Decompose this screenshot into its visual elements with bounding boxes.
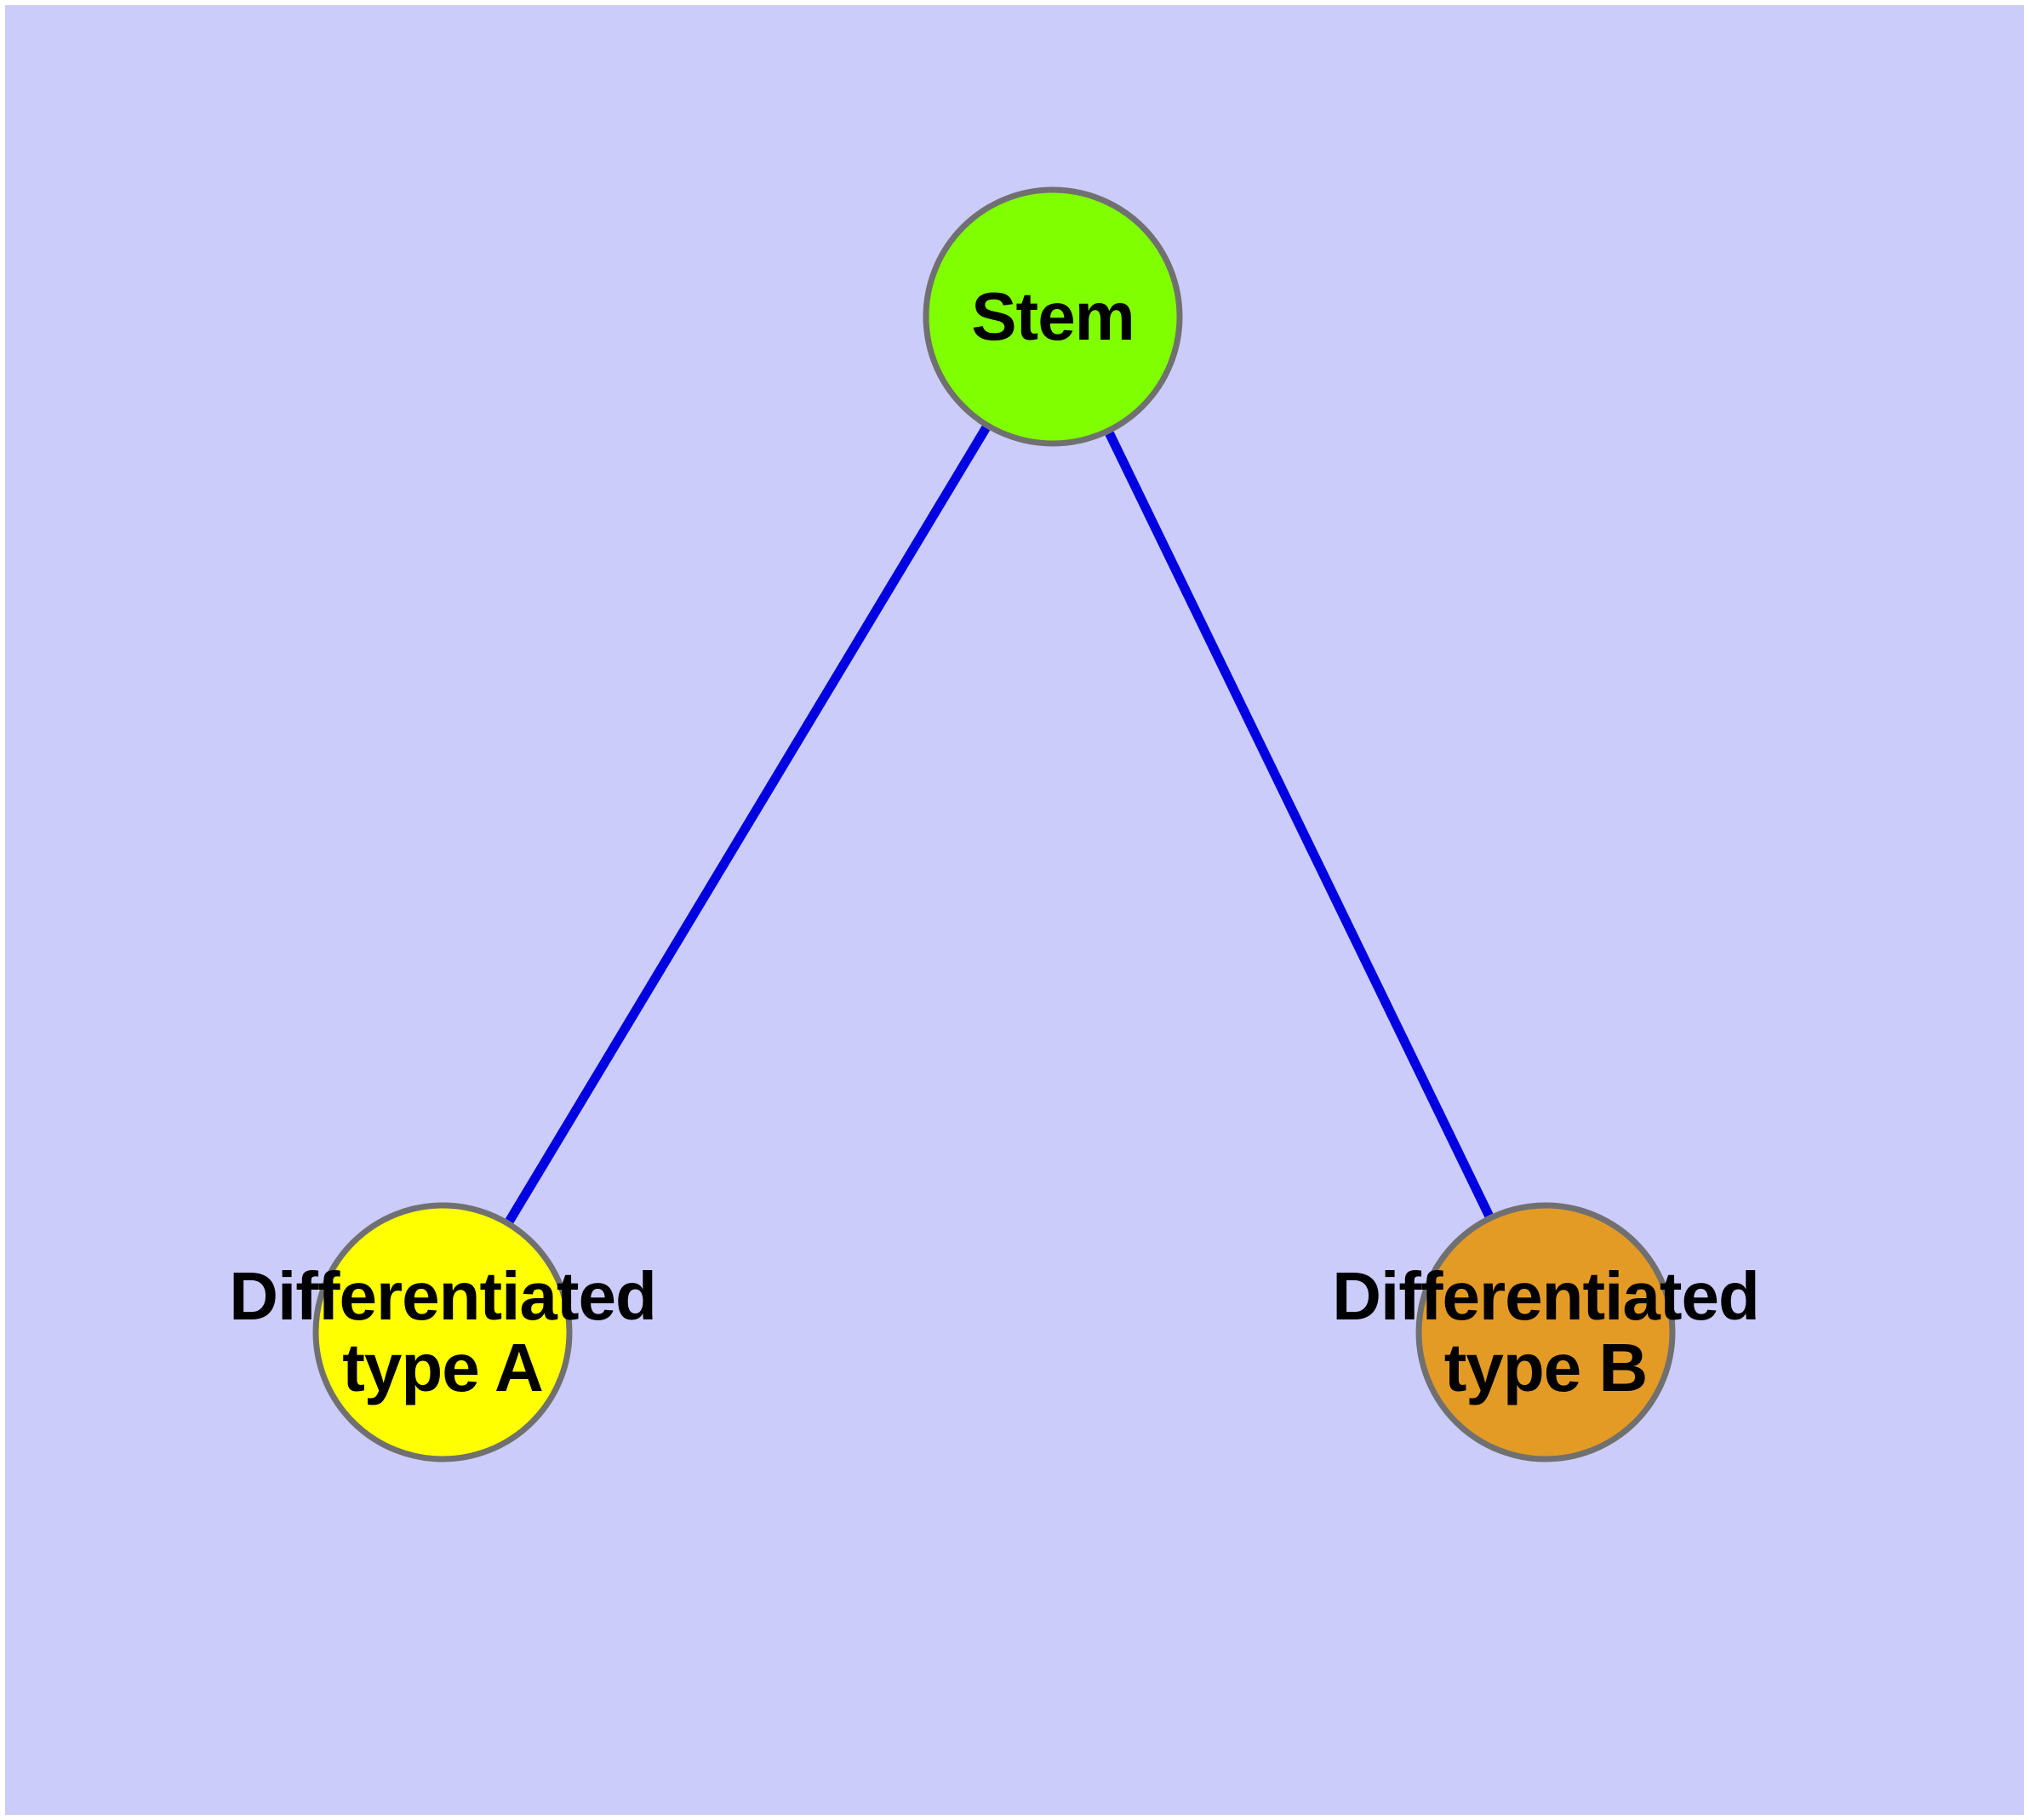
graph-node-diff_b[interactable]: [1415, 1202, 1676, 1462]
graph-edge-stem-to-a: [505, 425, 991, 1224]
edges-group: [505, 425, 1494, 1224]
nodes-group: [312, 186, 1676, 1462]
graph-node-diff_a[interactable]: [312, 1202, 573, 1462]
graph-node-stem[interactable]: [923, 186, 1183, 447]
graph-edge-stem-to-b: [1105, 431, 1494, 1218]
